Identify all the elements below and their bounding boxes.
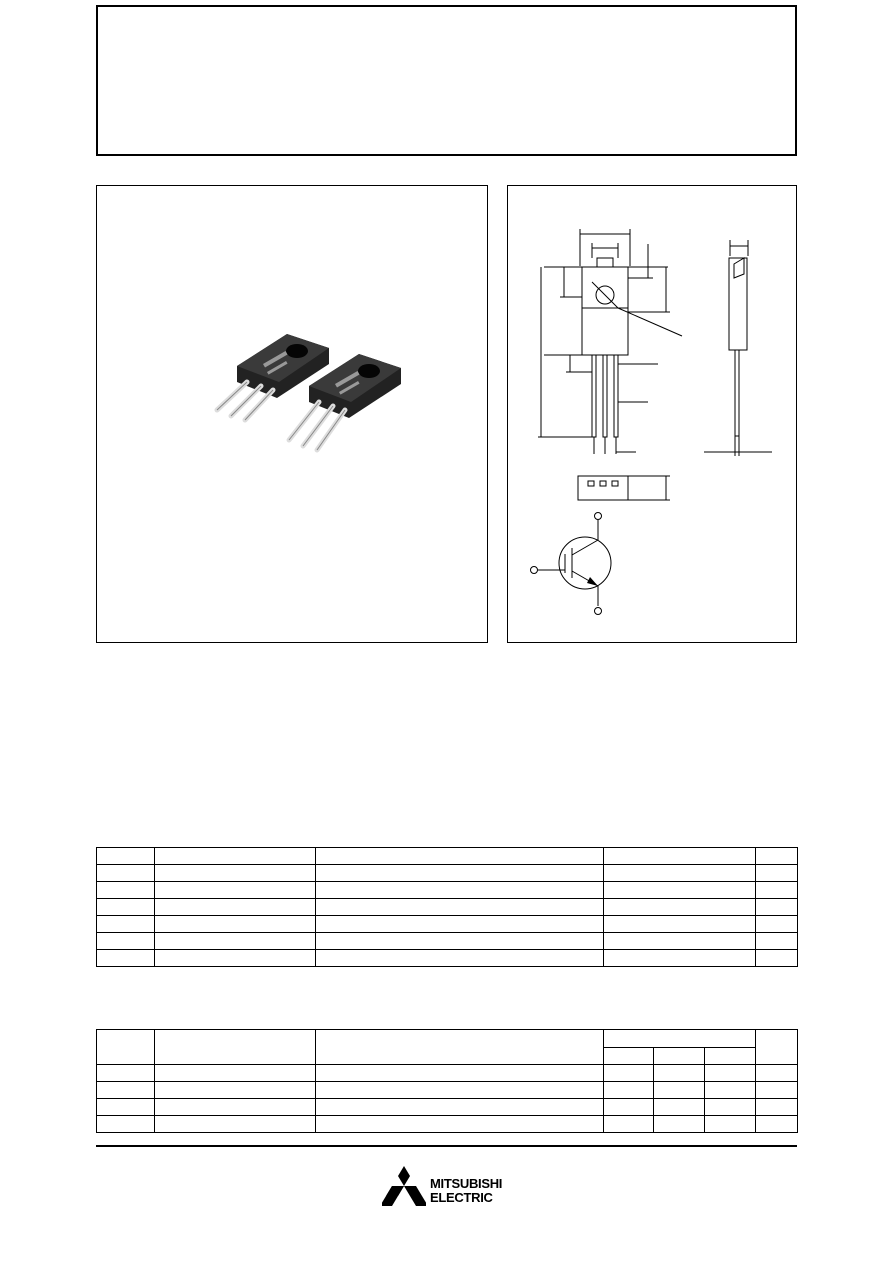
transistor-photo xyxy=(214,334,401,453)
table-row xyxy=(96,1081,799,1099)
maximum-ratings-table xyxy=(96,847,798,967)
footer-rule xyxy=(96,1145,797,1147)
table-row xyxy=(96,864,798,882)
table-header-row xyxy=(96,1029,799,1065)
bottom-view xyxy=(577,475,670,501)
table-row xyxy=(96,949,798,967)
table-row xyxy=(96,1115,799,1133)
table-row xyxy=(96,1064,799,1082)
table-row xyxy=(96,1098,799,1116)
table-row xyxy=(96,847,798,865)
igbt-schematic-symbol xyxy=(530,512,612,615)
three-diamonds-icon xyxy=(382,1166,426,1206)
table-row xyxy=(96,881,798,899)
electrical-characteristics-table xyxy=(96,1029,799,1133)
table-header-row xyxy=(97,1046,798,1065)
outline-drawing-panel xyxy=(507,185,797,643)
table-row xyxy=(96,932,798,950)
side-view xyxy=(704,240,772,456)
title-frame xyxy=(96,5,797,156)
mitsubishi-electric-logo: MITSUBISHI ELECTRIC xyxy=(382,1166,522,1206)
logo-text-line2: ELECTRIC xyxy=(430,1190,493,1205)
logo-text-line1: MITSUBISHI xyxy=(430,1176,503,1191)
transistor-package-right xyxy=(286,354,401,453)
product-photo-panel xyxy=(96,185,488,643)
table-row xyxy=(96,915,798,933)
table-row xyxy=(96,898,798,916)
package-outline-drawing xyxy=(530,229,772,615)
front-view xyxy=(538,229,683,454)
transistor-package-left xyxy=(214,334,329,423)
